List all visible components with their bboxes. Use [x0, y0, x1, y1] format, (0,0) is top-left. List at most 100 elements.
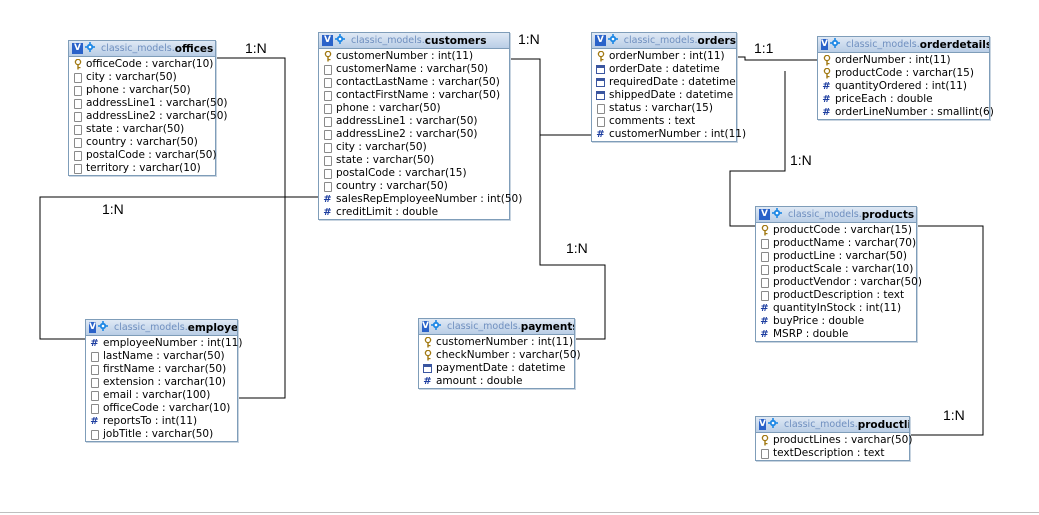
field-row[interactable]: shippedDate : datetime [592, 89, 736, 102]
field-row[interactable]: customerNumber : int(11) [319, 50, 509, 63]
primary-key-icon [760, 435, 769, 446]
field-row[interactable]: state : varchar(50) [319, 154, 509, 167]
field-text: contactLastName : varchar(50) [336, 76, 500, 88]
field-text: contactFirstName : varchar(50) [336, 89, 501, 101]
field-row[interactable]: #quantityOrdered : int(11) [818, 80, 989, 93]
field-row[interactable]: #orderLineNumber : smallint(6) [818, 106, 994, 119]
field-row[interactable]: productLines : varchar(50) [756, 434, 912, 447]
field-row[interactable]: officeCode : varchar(10) [69, 58, 215, 71]
field-row[interactable]: #creditLimit : double [319, 206, 509, 219]
gear-icon [429, 320, 441, 333]
field-list: productCode : varchar(15)productName : v… [756, 223, 922, 341]
field-row[interactable]: contactLastName : varchar(50) [319, 76, 509, 89]
field-row[interactable]: email : varchar(100) [86, 389, 237, 402]
field-row[interactable]: #customerNumber : int(11) [592, 128, 746, 141]
field-row[interactable]: postalCode : varchar(50) [69, 149, 217, 162]
field-text: territory : varchar(10) [86, 162, 201, 174]
field-row[interactable]: officeCode : varchar(10) [86, 402, 237, 415]
gear-icon [766, 418, 778, 431]
field-text: addressLine1 : varchar(50) [336, 115, 478, 127]
field-row[interactable]: #reportsTo : int(11) [86, 415, 237, 428]
field-text: phone : varchar(50) [86, 84, 191, 96]
field-row[interactable]: lastName : varchar(50) [86, 350, 237, 363]
field-row[interactable]: checkNumber : varchar(50) [419, 349, 581, 362]
field-row[interactable]: country : varchar(50) [319, 180, 509, 193]
field-row[interactable]: territory : varchar(10) [69, 162, 215, 175]
field-row[interactable]: #priceEach : double [818, 93, 989, 106]
gear-icon [96, 321, 108, 334]
field-row[interactable]: orderNumber : int(11) [592, 50, 736, 63]
field-row[interactable]: phone : varchar(50) [319, 102, 509, 115]
field-row[interactable]: contactFirstName : varchar(50) [319, 89, 509, 102]
schema-separator: . [184, 322, 188, 333]
field-row[interactable]: #buyPrice : double [756, 315, 916, 328]
field-row[interactable]: #employeeNumber : int(11) [86, 337, 242, 350]
field-row[interactable]: #salesRepEmployeeNumber : int(50) [319, 193, 522, 206]
field-row[interactable]: extension : varchar(10) [86, 376, 237, 389]
field-text: productDescription : text [773, 289, 905, 301]
primary-key-icon [822, 55, 831, 66]
text-field-icon [760, 251, 769, 262]
relation-line-orderdetails-products [729, 71, 786, 227]
field-row[interactable]: productCode : varchar(15) [756, 224, 916, 237]
field-row[interactable]: city : varchar(50) [319, 141, 509, 154]
field-row[interactable]: #quantityInStock : int(11) [756, 302, 916, 315]
numeric-field-icon: # [760, 316, 769, 327]
field-row[interactable]: status : varchar(15) [592, 102, 736, 115]
field-row[interactable]: addressLine1 : varchar(50) [69, 97, 228, 110]
field-row[interactable]: postalCode : varchar(15) [319, 167, 509, 180]
field-row[interactable]: phone : varchar(50) [69, 84, 215, 97]
field-row[interactable]: jobTitle : varchar(50) [86, 428, 237, 441]
text-field-icon [73, 150, 82, 161]
field-row[interactable]: firstName : varchar(50) [86, 363, 237, 376]
field-text: customerNumber : int(11) [436, 336, 574, 348]
field-row[interactable]: comments : text [592, 115, 736, 128]
field-row[interactable]: requiredDate : datetime [592, 76, 736, 89]
text-field-icon [323, 103, 332, 114]
field-row[interactable]: addressLine2 : varchar(50) [69, 110, 228, 123]
field-row[interactable]: productLine : varchar(50) [756, 250, 916, 263]
field-row[interactable]: paymentDate : datetime [419, 362, 574, 375]
field-row[interactable]: #amount : double [419, 375, 574, 388]
field-row[interactable]: addressLine1 : varchar(50) [319, 115, 509, 128]
field-row[interactable]: customerNumber : int(11) [419, 336, 574, 349]
field-row[interactable]: textDescription : text [756, 447, 909, 460]
field-row[interactable]: customerName : varchar(50) [319, 63, 509, 76]
field-row[interactable]: productDescription : text [756, 289, 916, 302]
field-row[interactable]: productCode : varchar(15) [818, 67, 989, 80]
text-field-icon [323, 168, 332, 179]
field-row[interactable]: productScale : varchar(10) [756, 263, 916, 276]
field-row[interactable]: orderNumber : int(11) [818, 54, 989, 67]
view-badge-icon: V [72, 43, 83, 54]
field-row[interactable]: productVendor : varchar(50) [756, 276, 922, 289]
field-row[interactable]: state : varchar(50) [69, 123, 215, 136]
table-employees[interactable]: Vclassic_models.employees#employeeNumber… [85, 319, 242, 442]
numeric-field-icon: # [760, 303, 769, 314]
field-row[interactable]: #MSRP : double [756, 328, 916, 341]
field-row[interactable]: country : varchar(50) [69, 136, 215, 149]
field-row[interactable]: city : varchar(50) [69, 71, 215, 84]
primary-key-icon [596, 51, 605, 62]
datetime-field-icon [596, 64, 605, 75]
field-row[interactable]: addressLine2 : varchar(50) [319, 128, 509, 141]
table-name: orders [697, 34, 736, 47]
table-productlines[interactable]: Vclassic_models.productlinesproductLines… [755, 416, 912, 461]
field-row[interactable]: productName : varchar(70) [756, 237, 916, 250]
field-row[interactable]: orderDate : datetime [592, 63, 736, 76]
text-field-icon [73, 137, 82, 148]
rel-label-offices-employees: 1:N [245, 40, 267, 56]
